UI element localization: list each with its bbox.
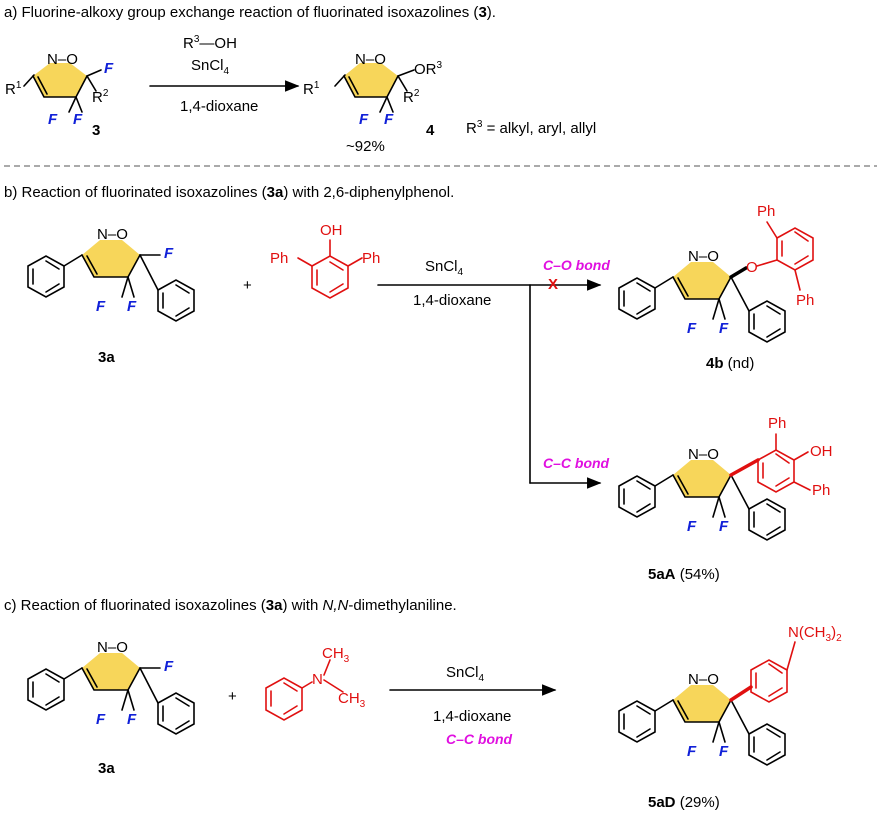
yield-a: ~92% [346, 138, 385, 155]
atom-OH: OH [320, 222, 343, 239]
atom-Ph: Ph [812, 482, 831, 499]
blocked-pathway-x: X [548, 276, 559, 293]
cc-bond-label: C–C bond [446, 731, 513, 747]
atom-N: N [312, 671, 323, 688]
atom-F: F [48, 111, 58, 128]
section-b-title: b) Reaction of fluorinated isoxazolines … [4, 184, 455, 201]
atom-Ph: Ph [362, 250, 381, 267]
compound-3a-b [27, 240, 195, 322]
atom-Ph: Ph [757, 203, 776, 220]
atom-F: F [127, 711, 137, 728]
4b-aryl-ether [756, 221, 814, 291]
isoxazoline-ring-4 [334, 63, 415, 113]
atom-F: F [687, 320, 697, 337]
compound-label-5aA: 5aA (54%) [648, 566, 720, 583]
atom-N: N–O [47, 51, 78, 68]
compound-3a-c [27, 653, 195, 735]
atom-N: N–O [688, 671, 719, 688]
atom-F: F [96, 711, 106, 728]
atom-O: O [746, 259, 758, 276]
compound-label-5aD: 5aD (29%) [648, 794, 720, 811]
co-bond-label: C–O bond [543, 257, 610, 273]
atom-R1: R1 [303, 80, 320, 98]
5aA-phenol [757, 433, 811, 493]
reagent-sncl4: SnCl4 [425, 258, 464, 278]
atom-Ph: Ph [270, 250, 289, 267]
compound-label-3a: 3a [98, 349, 115, 366]
atom-N: N–O [688, 248, 719, 265]
section-a-title: a) Fluorine-alkoxy group exchange reacti… [4, 4, 496, 21]
atom-F: F [384, 111, 394, 128]
solvent-dioxane: 1,4-dioxane [413, 292, 492, 309]
atom-OR3: OR3 [414, 60, 443, 78]
atom-F: F [164, 658, 174, 675]
atom-F: F [359, 111, 369, 128]
atom-F: F [127, 298, 137, 315]
reagent-sncl4: SnCl4 [446, 664, 485, 684]
atom-N: N–O [355, 51, 386, 68]
atom-R2: R2 [403, 88, 420, 106]
dimethylamino-group: N(CH3)2 [788, 624, 842, 644]
methyl-CH3: CH3 [338, 690, 366, 710]
r3-definition: R3 = alkyl, aryl, allyl [466, 119, 597, 137]
atom-F: F [96, 298, 106, 315]
atom-N: N–O [97, 639, 128, 656]
compound-label-3a: 3a [98, 760, 115, 777]
atom-N: N–O [97, 226, 128, 243]
compound-label-4b: 4b (nd) [706, 355, 755, 372]
atom-OH: OH [810, 443, 833, 460]
solvent-dioxane: 1,4-dioxane [433, 708, 512, 725]
methyl-CH3: CH3 [322, 645, 350, 665]
atom-F: F [164, 245, 174, 262]
atom-F: F [719, 320, 729, 337]
reagent-R3OH: R3—OH [183, 34, 237, 52]
atom-F: F [687, 743, 697, 760]
compound-label-4: 4 [426, 122, 435, 139]
plus-sign: + [228, 688, 237, 705]
atom-Ph: Ph [796, 292, 815, 309]
atom-R2: R2 [92, 88, 109, 106]
compound-4b [618, 262, 786, 343]
isoxazoline-ring-3 [23, 63, 102, 113]
solvent-dioxane: 1,4-dioxane [180, 98, 259, 115]
atom-F: F [687, 518, 697, 535]
compound-label-3: 3 [92, 122, 101, 139]
atom-F: F [104, 60, 114, 77]
diphenylphenol-reagent [297, 239, 363, 299]
atom-F: F [719, 743, 729, 760]
compound-5aD [618, 685, 786, 766]
plus-sign: + [243, 277, 252, 294]
reagent-sncl4: SnCl4 [191, 57, 230, 77]
compound-5aA [618, 458, 786, 541]
atom-Ph: Ph [768, 415, 787, 432]
section-c-title: c) Reaction of fluorinated isoxazolines … [4, 597, 457, 614]
dimethylaniline-reagent [265, 659, 344, 721]
atom-F: F [73, 111, 83, 128]
atom-F: F [719, 518, 729, 535]
atom-R1: R1 [5, 80, 22, 98]
atom-N: N–O [688, 446, 719, 463]
5aD-aniline [750, 641, 796, 703]
cc-bond-label: C–C bond [543, 455, 610, 471]
